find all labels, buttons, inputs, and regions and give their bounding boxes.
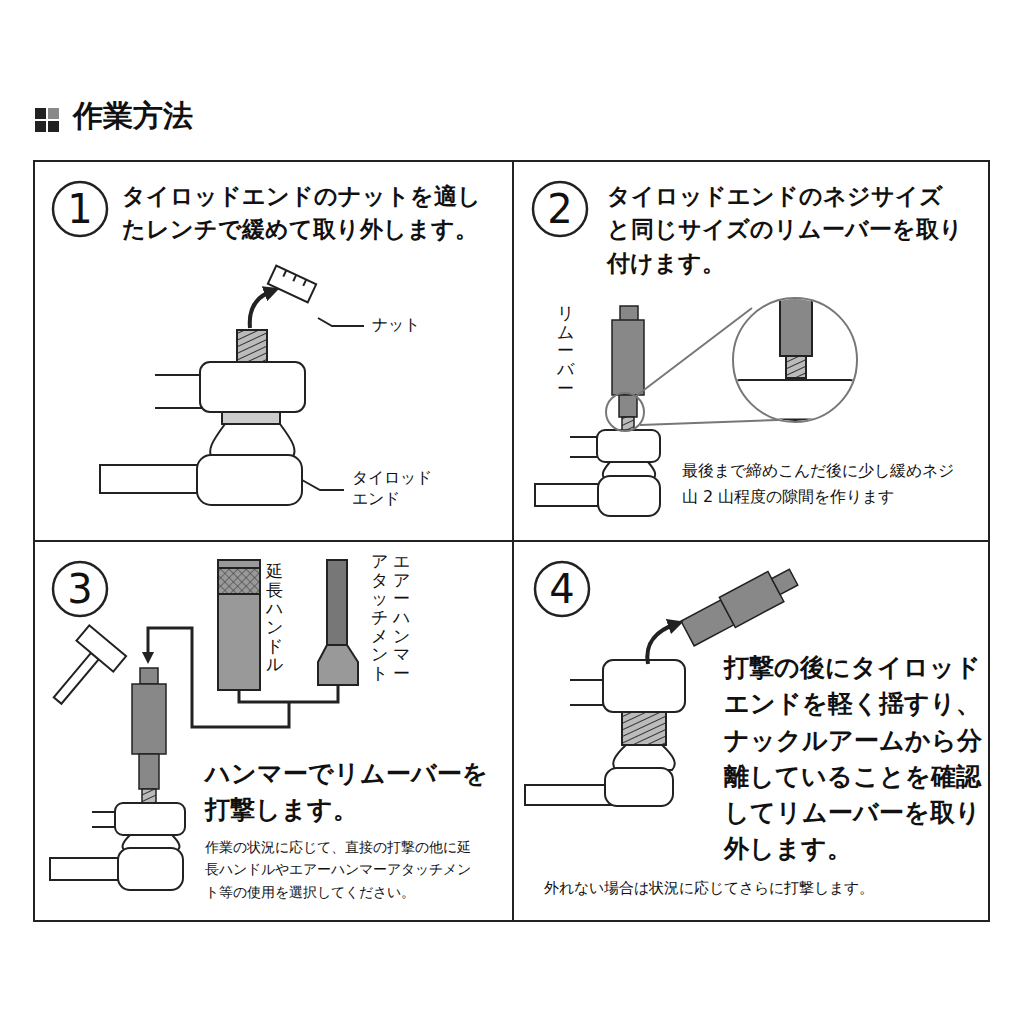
remover-part	[142, 789, 156, 803]
tie-rod-end-assembly-part	[613, 745, 675, 770]
tie-rod-end-assembly-part	[222, 412, 280, 424]
air-hammer-attachment-part	[327, 560, 347, 645]
tool-label: 延長ハンドル	[266, 562, 283, 674]
tie-rod-end-assembly	[50, 803, 185, 890]
tie-rod-end-assembly-part	[570, 437, 600, 457]
step-panel: 打撃の後にタイロッドエンドを軽く揺すり、ナックルアームから分離していることを確認…	[512, 540, 990, 922]
tie-rod-end-assembly-part	[237, 330, 267, 362]
tie-rod-end-assembly	[535, 430, 660, 516]
tie-rod-end-assembly-part	[200, 362, 305, 412]
part-label: ナット	[372, 315, 420, 336]
remover	[612, 306, 644, 430]
remover-part	[612, 320, 644, 395]
tie-rod-end-assembly-part	[115, 803, 185, 835]
hammer	[39, 625, 126, 716]
tool-label: リムーバー	[557, 304, 574, 397]
extension-handle-part	[218, 560, 260, 690]
tie-rod-end-assembly-part	[622, 712, 666, 745]
tool-label: アタッチメント	[371, 552, 388, 683]
tie-rod-end-assembly	[525, 660, 685, 806]
removal-arrow	[647, 624, 676, 664]
nut	[268, 266, 316, 303]
step-number: 1	[67, 189, 92, 229]
page-title: 作業方法	[73, 96, 193, 137]
circle-outline	[535, 562, 589, 616]
magnifier-part	[730, 280, 860, 435]
extension-handle	[218, 560, 260, 690]
step-note: 作業の状況に応じて、直接の打撃の他に延長ハンドルやエアーハンマーアタッチメント等…	[205, 836, 474, 903]
nut-part	[283, 270, 306, 286]
remover	[680, 562, 802, 648]
air-hammer-attachment-part	[318, 645, 358, 685]
magnifier-part-part	[780, 280, 812, 356]
bracket-line	[148, 628, 338, 727]
step-panel: タイロッドエンドのネジサイズと同じサイズのリムーバーを取り付けます。最後まで締め…	[512, 160, 990, 542]
nut-part	[268, 266, 316, 303]
circle-outline	[53, 182, 107, 236]
tie-rod-end-assembly-part	[597, 430, 660, 462]
tie-rod-end-assembly-part	[100, 465, 204, 493]
step-number-circle: 3	[51, 560, 109, 618]
title-icon	[35, 108, 59, 132]
magnifier-part	[606, 393, 644, 431]
title-icon-part	[48, 121, 59, 132]
step-number: 2	[547, 189, 572, 229]
tie-rod-end-assembly-part	[570, 680, 603, 705]
tool-label: エアーハンマー	[393, 552, 410, 683]
remover-part	[132, 684, 166, 754]
tie-rod-end-assembly	[100, 330, 305, 505]
step-instruction: タイロッドエンドのナットを適したレンチで緩めて取り外します。	[122, 180, 502, 247]
title-icon-part	[35, 121, 46, 132]
circle-outline	[533, 182, 587, 236]
tie-rod-end-assembly-part	[598, 476, 660, 516]
step-number-circle: 1	[51, 180, 109, 238]
step-instruction: 打撃の後にタイロッドエンドを軽く揺すり、ナックルアームから分離していることを確認…	[724, 650, 984, 868]
part-label: タイロッド エンド	[352, 468, 437, 510]
magnifier-part-part	[786, 356, 806, 378]
remover-part	[140, 668, 158, 684]
step-instruction: ハンマーでリムーバーを打撃します。	[205, 756, 490, 829]
step-number: 3	[67, 569, 92, 609]
tie-rod-end-assembly-part	[605, 768, 673, 806]
remover-part	[619, 395, 637, 417]
circle-outline	[53, 562, 107, 616]
tie-rod-end-assembly-part	[92, 812, 115, 827]
removal-arrow	[250, 291, 272, 328]
tie-rod-end-assembly-part	[50, 858, 124, 880]
magnifier-part	[733, 298, 857, 422]
tie-rod-end-assembly-part	[118, 848, 183, 890]
step-instruction: タイロッドエンドのネジサイズと同じサイズのリムーバーを取り付けます。	[607, 180, 966, 280]
magnifier	[606, 280, 860, 435]
remover-part	[622, 417, 634, 430]
step-panel: タイロッドエンドのナットを適したレンチで緩めて取り外します。 1	[33, 160, 514, 542]
remover-part	[772, 569, 798, 594]
remover	[132, 668, 166, 803]
tie-rod-end-assembly-part	[197, 455, 302, 505]
hammer-part	[54, 653, 99, 704]
leader-line	[318, 318, 364, 326]
tie-rod-end-assembly-part	[525, 785, 615, 805]
air-hammer-attachment	[318, 560, 358, 685]
hammer-part	[76, 625, 126, 671]
step-number-circle: 2	[531, 180, 589, 238]
tie-rod-end-assembly-part	[603, 660, 685, 712]
step-number: 4	[549, 569, 574, 609]
title-icon-part	[35, 108, 46, 119]
step-note: 外れない場合は状況に応じてさらに打撃します。	[544, 878, 949, 900]
step-note: 最後まで締めこんだ後に少し緩めネジ山 2 山程度の隙間を作ります	[682, 458, 967, 509]
magnifier-part-part	[730, 380, 860, 435]
step-number-circle: 4	[533, 560, 591, 618]
tie-rod-end-assembly-part	[535, 484, 605, 506]
remover-part	[139, 754, 159, 789]
extension-handle-part	[218, 568, 260, 594]
leader-line	[302, 480, 344, 490]
tie-rod-end-assembly-part	[155, 375, 205, 408]
title-icon-part	[48, 108, 59, 119]
